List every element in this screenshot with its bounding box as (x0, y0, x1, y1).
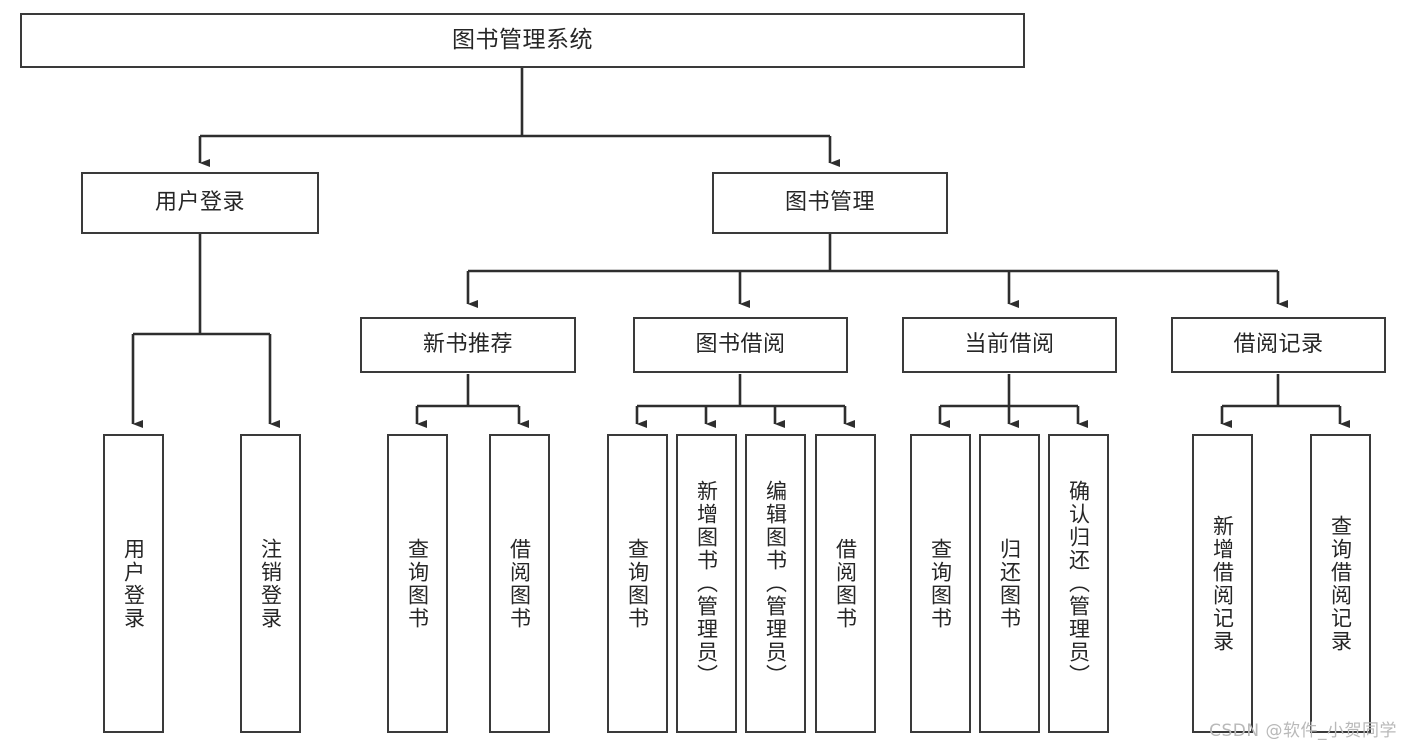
leaf-logout[interactable]: 注销登录 (240, 434, 301, 733)
node-book-management[interactable]: 图书管理 (712, 172, 948, 234)
node-root-book-management-system[interactable]: 图书管理系统 (20, 13, 1025, 68)
node-label: 新增借阅记录 (1210, 514, 1235, 653)
node-label: 图书管理系统 (452, 27, 593, 54)
leaf-add-borrowing-record[interactable]: 新增借阅记录 (1192, 434, 1253, 733)
leaf-query-book-current[interactable]: 查询图书 (910, 434, 971, 733)
node-label: 借阅图书 (507, 537, 532, 630)
node-current-borrowing[interactable]: 当前借阅 (902, 317, 1117, 373)
node-borrowing-record[interactable]: 借阅记录 (1171, 317, 1386, 373)
node-label: 用户登录 (121, 537, 146, 630)
leaf-borrow-book-recommendation[interactable]: 借阅图书 (489, 434, 550, 733)
node-label: 查询图书 (928, 537, 953, 630)
leaf-add-book-admin[interactable]: 新增图书（管理员） (676, 434, 737, 733)
node-label: 图书借阅 (695, 332, 786, 358)
node-label: 归还图书 (997, 537, 1022, 630)
node-label: 编辑图书（管理员） (763, 480, 788, 687)
node-label: 借阅图书 (833, 537, 858, 630)
leaf-user-login[interactable]: 用户登录 (103, 434, 164, 733)
leaf-edit-book-admin[interactable]: 编辑图书（管理员） (745, 434, 806, 733)
node-label: 确认归还（管理员） (1066, 480, 1091, 687)
node-label: 图书管理 (784, 190, 875, 216)
leaf-return-book[interactable]: 归还图书 (979, 434, 1040, 733)
node-label: 新增图书（管理员） (694, 480, 719, 687)
node-user-login[interactable]: 用户登录 (81, 172, 319, 234)
leaf-query-book-recommendation[interactable]: 查询图书 (387, 434, 448, 733)
node-label: 当前借阅 (964, 332, 1055, 358)
leaf-query-borrowing-record[interactable]: 查询借阅记录 (1310, 434, 1371, 733)
node-new-book-recommendation[interactable]: 新书推荐 (360, 317, 576, 373)
leaf-confirm-return-admin[interactable]: 确认归还（管理员） (1048, 434, 1109, 733)
node-label: 查询图书 (625, 537, 650, 630)
node-label: 用户登录 (154, 190, 245, 216)
node-label: 注销登录 (258, 537, 283, 630)
node-label: 查询图书 (405, 537, 430, 630)
leaf-query-book-borrowing[interactable]: 查询图书 (607, 434, 668, 733)
node-book-borrowing[interactable]: 图书借阅 (633, 317, 848, 373)
node-label: 借阅记录 (1233, 332, 1324, 358)
node-label: 新书推荐 (422, 332, 513, 358)
leaf-borrow-book-borrowing[interactable]: 借阅图书 (815, 434, 876, 733)
node-label: 查询借阅记录 (1328, 514, 1353, 653)
